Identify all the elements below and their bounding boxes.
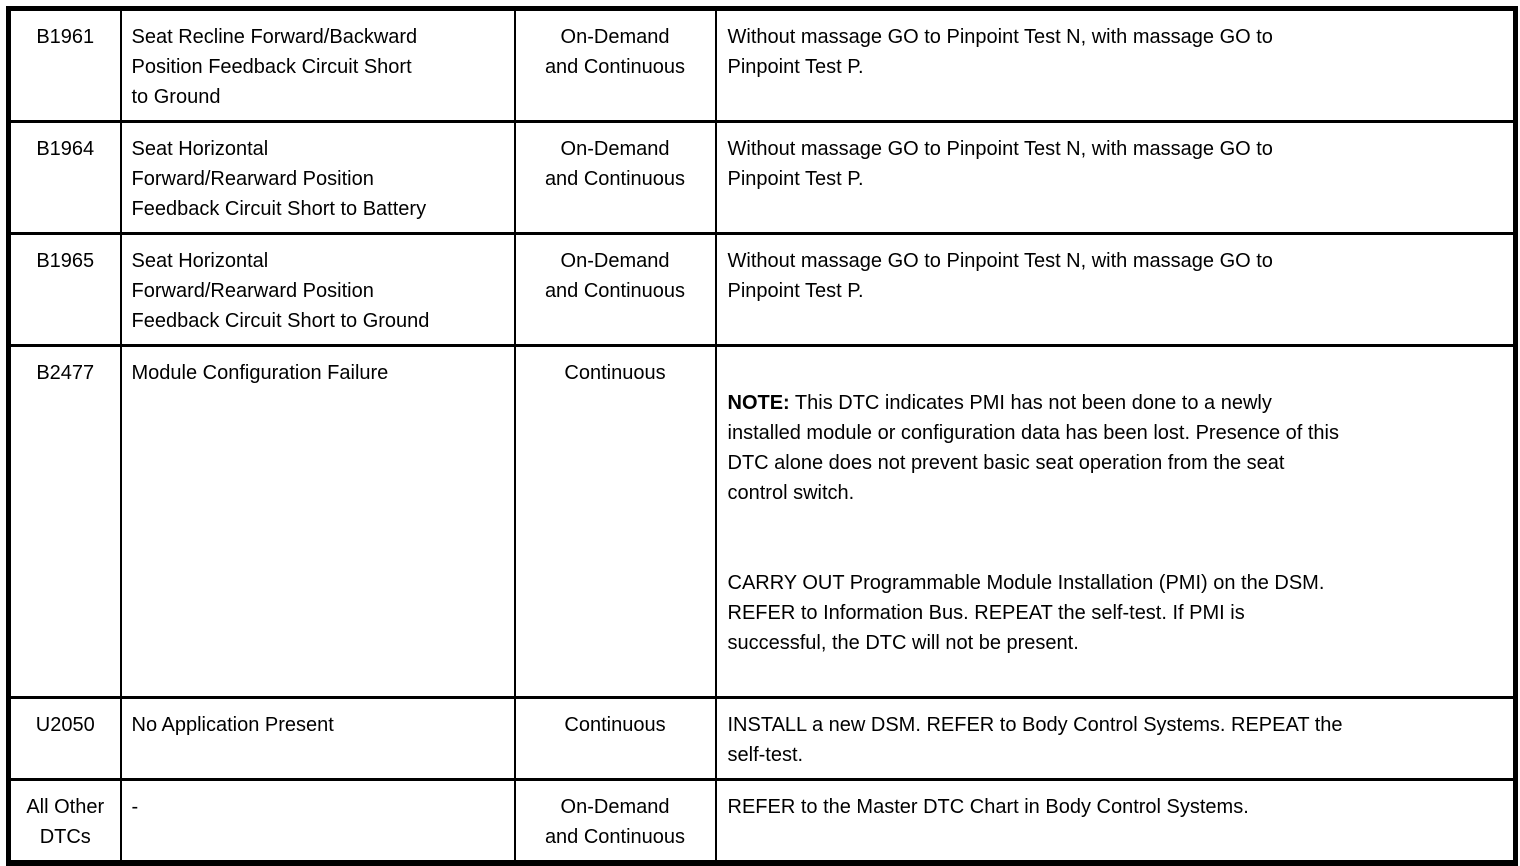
table-row: B1964 Seat Horizontal Forward/Rearward P… [6, 120, 1518, 235]
dtc-code-cell: B1965 [6, 232, 122, 347]
self-test-type-cell: On-Demand and Continuous [513, 778, 717, 866]
dtc-code-cell: B1964 [6, 120, 122, 235]
table-row: B2477 Module Configuration Failure Conti… [6, 344, 1518, 699]
note-body: This DTC indicates PMI has not been done… [727, 392, 1339, 504]
dtc-description-cell: - [119, 778, 516, 866]
dtc-code-cell: All Other DTCs [6, 778, 122, 866]
action-cell: NOTE: This DTC indicates PMI has not bee… [714, 344, 1518, 699]
table-row: U2050 No Application Present Continuous … [6, 696, 1518, 781]
self-test-type-cell: On-Demand and Continuous [513, 6, 717, 123]
dtc-description-cell: No Application Present [119, 696, 516, 781]
dtc-description-cell: Module Configuration Failure [119, 344, 516, 699]
action-cell: INSTALL a new DSM. REFER to Body Control… [714, 696, 1518, 781]
action-cell: Without massage GO to Pinpoint Test N, w… [714, 232, 1518, 347]
self-test-type-cell: On-Demand and Continuous [513, 120, 717, 235]
dtc-description-cell: Seat Horizontal Forward/Rearward Positio… [119, 232, 516, 347]
self-test-type-cell: On-Demand and Continuous [513, 232, 717, 347]
self-test-type-cell: Continuous [513, 696, 717, 781]
table-row: All Other DTCs - On-Demand and Continuou… [6, 778, 1518, 866]
dtc-chart-table: B1961 Seat Recline Forward/Backward Posi… [6, 6, 1518, 866]
action-note-paragraph: NOTE: This DTC indicates PMI has not bee… [728, 388, 1504, 508]
dtc-description-cell: Seat Recline Forward/Backward Position F… [119, 6, 516, 123]
dtc-description-cell: Seat Horizontal Forward/Rearward Positio… [119, 120, 516, 235]
action-instruction-paragraph: CARRY OUT Programmable Module Installati… [727, 572, 1325, 654]
table-row: B1965 Seat Horizontal Forward/Rearward P… [6, 232, 1518, 347]
dtc-code-cell: B1961 [6, 6, 122, 123]
action-cell: Without massage GO to Pinpoint Test N, w… [714, 6, 1518, 123]
action-cell: Without massage GO to Pinpoint Test N, w… [714, 120, 1518, 235]
table-row: B1961 Seat Recline Forward/Backward Posi… [6, 6, 1518, 123]
action-cell: REFER to the Master DTC Chart in Body Co… [714, 778, 1518, 866]
self-test-type-cell: Continuous [513, 344, 717, 699]
dtc-code-cell: B2477 [6, 344, 122, 699]
document-page: B1961 Seat Recline Forward/Backward Posi… [6, 6, 1518, 866]
dtc-code-cell: U2050 [6, 696, 122, 781]
note-label: NOTE: [727, 392, 790, 414]
